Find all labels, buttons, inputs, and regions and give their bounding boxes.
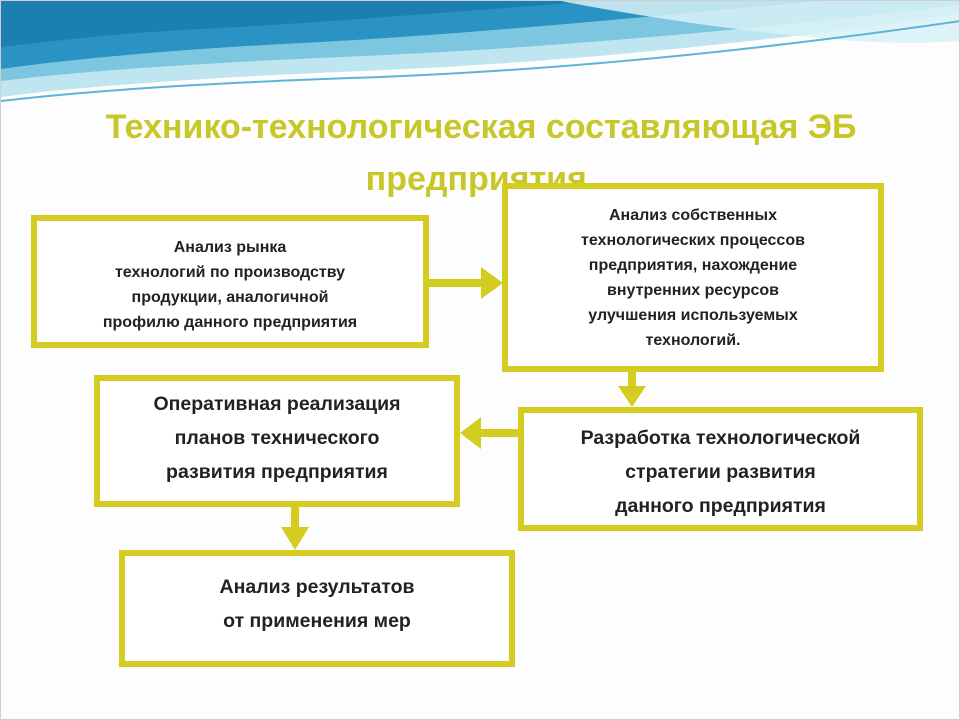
- box-strategy-development-line: стратегии развития: [625, 461, 816, 483]
- box-own-process-analysis-line: улучшения используемых: [588, 306, 798, 324]
- arrow-strategy-to-operational: [460, 417, 519, 449]
- box-operational-implementation-line: развития предприятия: [166, 461, 388, 483]
- box-strategy-development-line: данного предприятия: [615, 495, 826, 517]
- box-results-analysis-line: от применения мер: [223, 609, 411, 632]
- box-market-analysis-line: профилю данного предприятия: [102, 313, 358, 331]
- box-market-analysis-line: продукции, аналогичной: [131, 288, 329, 306]
- box-market-analysis-line: Анализ рынка: [173, 238, 287, 256]
- wave-top-band: [1, 1, 601, 47]
- box-market-analysis: Анализ рынка технологий по производству …: [31, 215, 429, 348]
- slide-title: Технико-технологическая составляющая ЭБ …: [41, 101, 921, 205]
- box-own-process-analysis-line: технологий.: [645, 331, 741, 349]
- box-results-analysis: Анализ результатов от применения мер: [119, 550, 515, 667]
- box-own-process-analysis-line: технологических процессов: [581, 231, 805, 249]
- box-results-analysis-line: Анализ результатов: [219, 575, 415, 598]
- box-strategy-development: Разработка технологической стратегии раз…: [518, 407, 923, 531]
- slide-title-line-1: Технико-технологическая составляющая ЭБ: [105, 108, 857, 146]
- box-own-process-analysis-line: предприятия, нахождение: [588, 256, 798, 274]
- box-operational-implementation-line: планов технического: [174, 427, 380, 449]
- box-operational-implementation: Оперативная реализация планов техническо…: [94, 375, 460, 507]
- wave-line: [1, 20, 959, 102]
- arrow-operational-to-results: [281, 507, 309, 550]
- arrow-market-to-own-process: [429, 267, 503, 299]
- box-own-process-analysis-line: внутренних ресурсов: [607, 281, 779, 299]
- wave-right-highlight: [561, 1, 959, 43]
- decorative-wave-header: [1, 1, 959, 102]
- box-strategy-development-line: Разработка технологической: [580, 427, 861, 449]
- box-own-process-analysis: Анализ собственных технологических проце…: [502, 183, 884, 372]
- box-operational-implementation-line: Оперативная реализация: [153, 393, 401, 415]
- arrow-own-process-to-strategy: [618, 372, 646, 407]
- box-own-process-analysis-line: Анализ собственных: [608, 206, 777, 224]
- box-market-analysis-line: технологий по производству: [114, 263, 346, 281]
